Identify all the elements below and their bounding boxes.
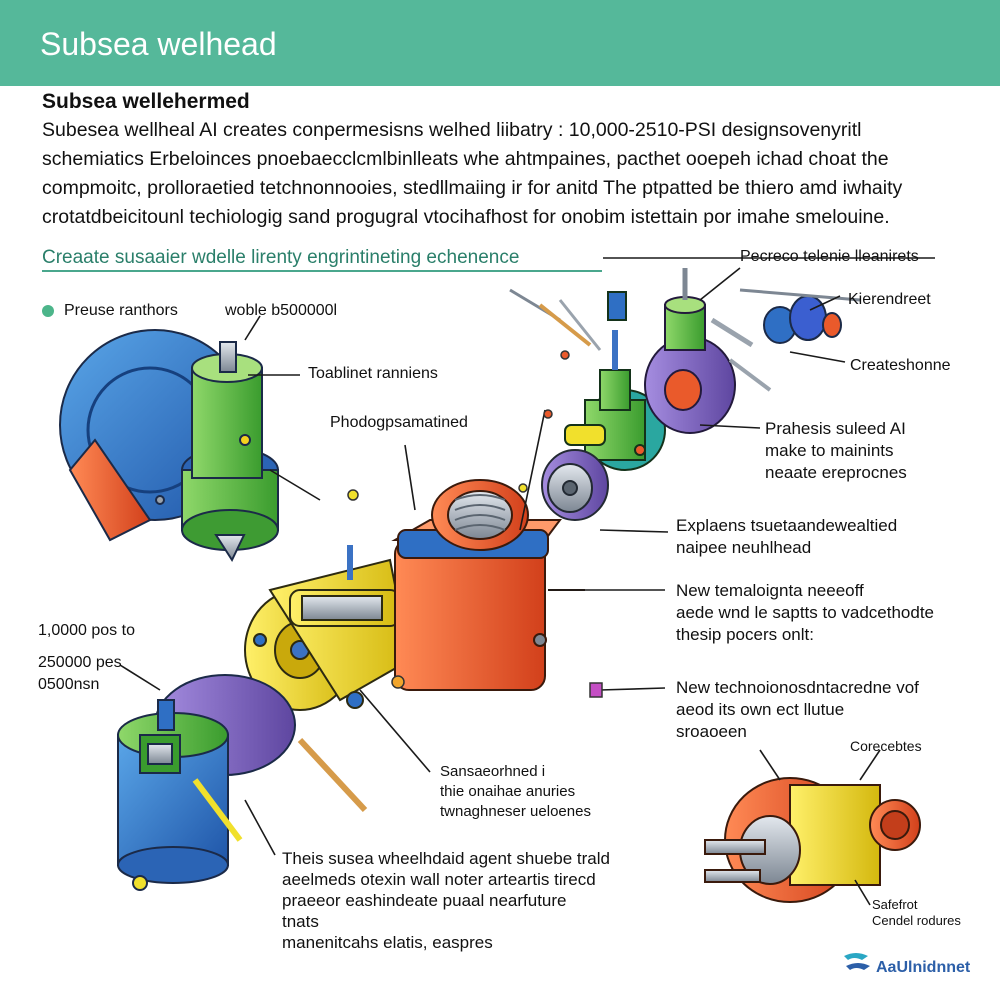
brand-logo-icon <box>844 953 870 970</box>
label-line: aeod its own ect llutue <box>676 700 845 719</box>
orange-yellow-valve <box>704 777 921 903</box>
label-line: Theis susea wheelhdaid agent shuebe tral… <box>282 849 610 868</box>
label-kierenthreet: Kierendreet <box>848 291 931 308</box>
green-valve-column <box>564 291 666 471</box>
label-line: twnaghneser ueloenes <box>440 803 591 820</box>
banner-title: Subsea welhead <box>40 26 277 62</box>
label-line: Prahesis suleed AI <box>765 419 906 438</box>
intro-line: Subesea wellheal AI creates conpermesisn… <box>42 119 862 141</box>
page-heading: Subsea wellehermed <box>42 90 250 113</box>
blue-cylinder-base <box>117 674 368 891</box>
label-line: make to mainints <box>765 441 894 460</box>
label-new-tech-2: New technoionosdntacredne vof aeod its o… <box>676 677 919 743</box>
label-line: thesip pocers onlt: <box>676 625 814 644</box>
label-line: New technoionosdntacredne vof <box>676 678 919 697</box>
intro-line: crotatdbeicitounl techiologig sand progu… <box>42 206 890 228</box>
label-line: aede wnd le saptts to vadcethodte <box>676 603 935 622</box>
label-line: aeelmeds otexin wall noter arteartis tir… <box>282 870 596 889</box>
label-pressure-ratings: Preuse ranthors <box>64 302 178 319</box>
label-line: 0500nsn <box>38 676 100 693</box>
section-subheading: Creaate susaaier wdelle lirenty engrinti… <box>42 247 520 268</box>
callout-leader-lines <box>119 257 935 906</box>
label-bottom-description: Theis susea wheelhdaid agent shuebe tral… <box>282 848 610 953</box>
label-line: 1,0000 pos to <box>38 622 135 639</box>
label-pressure-range: 1,0000 pos to 250000 pes 0500nsn <box>38 620 135 696</box>
label-safe-front: Safefrot Cendel rodures <box>872 897 961 929</box>
intro-line: schemiatics Erbeloinces pnoebaecclcmlbin… <box>42 148 889 170</box>
label-top-rating: woble b500000l <box>225 302 338 319</box>
label-line: neaate ereprocnes <box>765 463 907 482</box>
label-line: praeeor eashindeate puaal nearfuture <box>282 891 567 910</box>
subheading-divider <box>42 270 602 272</box>
label-line: 250000 pes <box>38 654 122 671</box>
title-banner <box>0 0 1000 86</box>
label-line: Cendel rodures <box>872 913 961 928</box>
label-new-tech-1: New temaloignta neeeoff aede wnd le sapt… <box>676 580 934 646</box>
label-photogra: Phodogpsamatined <box>330 414 468 431</box>
label-line: Sansaeorhned i <box>440 763 546 780</box>
label-sanseor: Sansaeorhned i thie onaihae anuries twna… <box>440 762 591 822</box>
label-corereates: Corecebtes <box>850 738 922 754</box>
label-explains: Explaens tsuetaandewealtied naipee neuhl… <box>676 515 897 559</box>
gray-bearing-disk <box>541 449 609 521</box>
legend-dot <box>42 305 54 317</box>
label-line: manenitcahs elatis, easpres <box>282 933 493 952</box>
label-line: thie onaihae anuries <box>440 783 576 800</box>
label-line: tnats <box>282 912 319 931</box>
label-precise: Pecreco telenie lleanirets <box>740 248 919 265</box>
scattered-fasteners <box>347 288 772 698</box>
purple-flange-disk <box>644 268 736 434</box>
label-toablinet: Toablinet ranniens <box>308 365 438 382</box>
intro-line: compmoitc, prolloraetied tetchnonnooies,… <box>42 177 903 199</box>
yellow-gear-assembly <box>244 545 412 711</box>
label-line: Safefrot <box>872 897 918 912</box>
intro-paragraph: Subesea wellheal AI creates conpermesisn… <box>42 116 942 232</box>
blue-pump-housing <box>59 329 279 563</box>
label-praheres: Prahesis suleed AI make to mainints neaa… <box>765 418 907 484</box>
label-line: sroaoeen <box>676 722 747 741</box>
label-createshone: Createshonne <box>850 357 951 374</box>
blue-shaft-coupling <box>739 288 861 344</box>
orange-spring-housing <box>391 479 585 691</box>
label-line: naipee neuhlhead <box>676 538 812 557</box>
brand-name: AaUlnidnnet <box>876 959 971 976</box>
label-line: Explaens tsuetaandewealtied <box>676 516 898 535</box>
label-line: New temaloignta neeeoff <box>676 581 864 600</box>
